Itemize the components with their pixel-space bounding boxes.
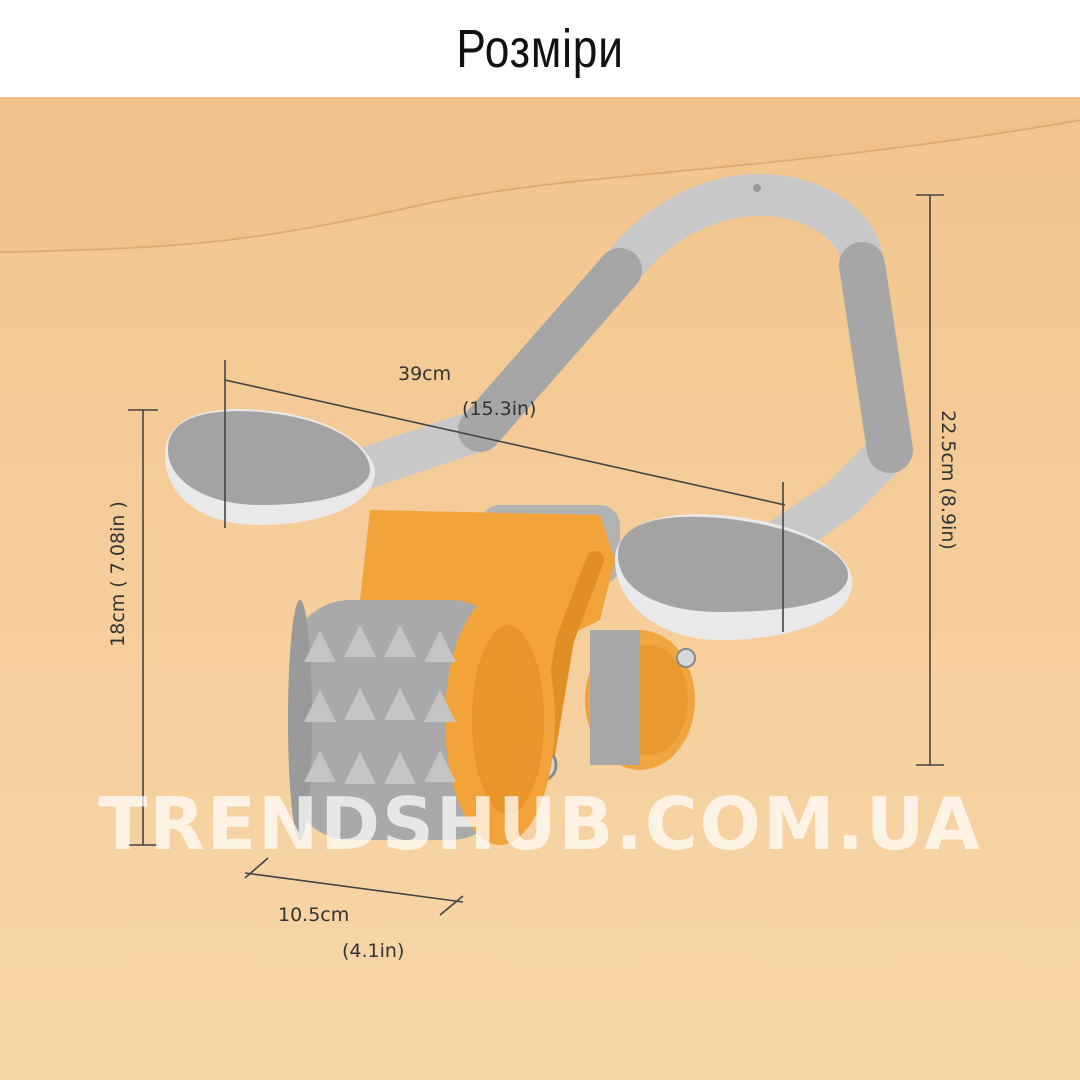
wall-area — [0, 97, 1080, 252]
header: Розміри — [0, 0, 1080, 97]
wheel-width-inch-label: (4.1in) — [342, 940, 405, 962]
handle-height-label: 22.5cm (8.9in) — [937, 410, 959, 550]
wheel-width-cm-label: 10.5cm — [278, 904, 350, 926]
width-inch-label: (15.3in) — [462, 398, 537, 420]
watermark: TRENDSHUB.COM.UA — [98, 782, 982, 866]
product-stage: 39cm (15.3in) 22.5cm (8.9in) 18cm ( 7.08… — [0, 97, 1080, 1080]
page-title: Розміри — [456, 18, 624, 79]
ab-roller-illustration — [0, 97, 1080, 916]
body-height-label: 18cm ( 7.08in ) — [107, 501, 129, 647]
left-elbow-pad-icon — [165, 409, 376, 525]
front-wheel-icon — [288, 595, 555, 845]
right-elbow-pad-icon — [615, 514, 853, 640]
width-cm-label: 39cm — [398, 363, 452, 385]
dimension-lines — [128, 194, 944, 916]
handle-bar-icon — [309, 174, 913, 561]
